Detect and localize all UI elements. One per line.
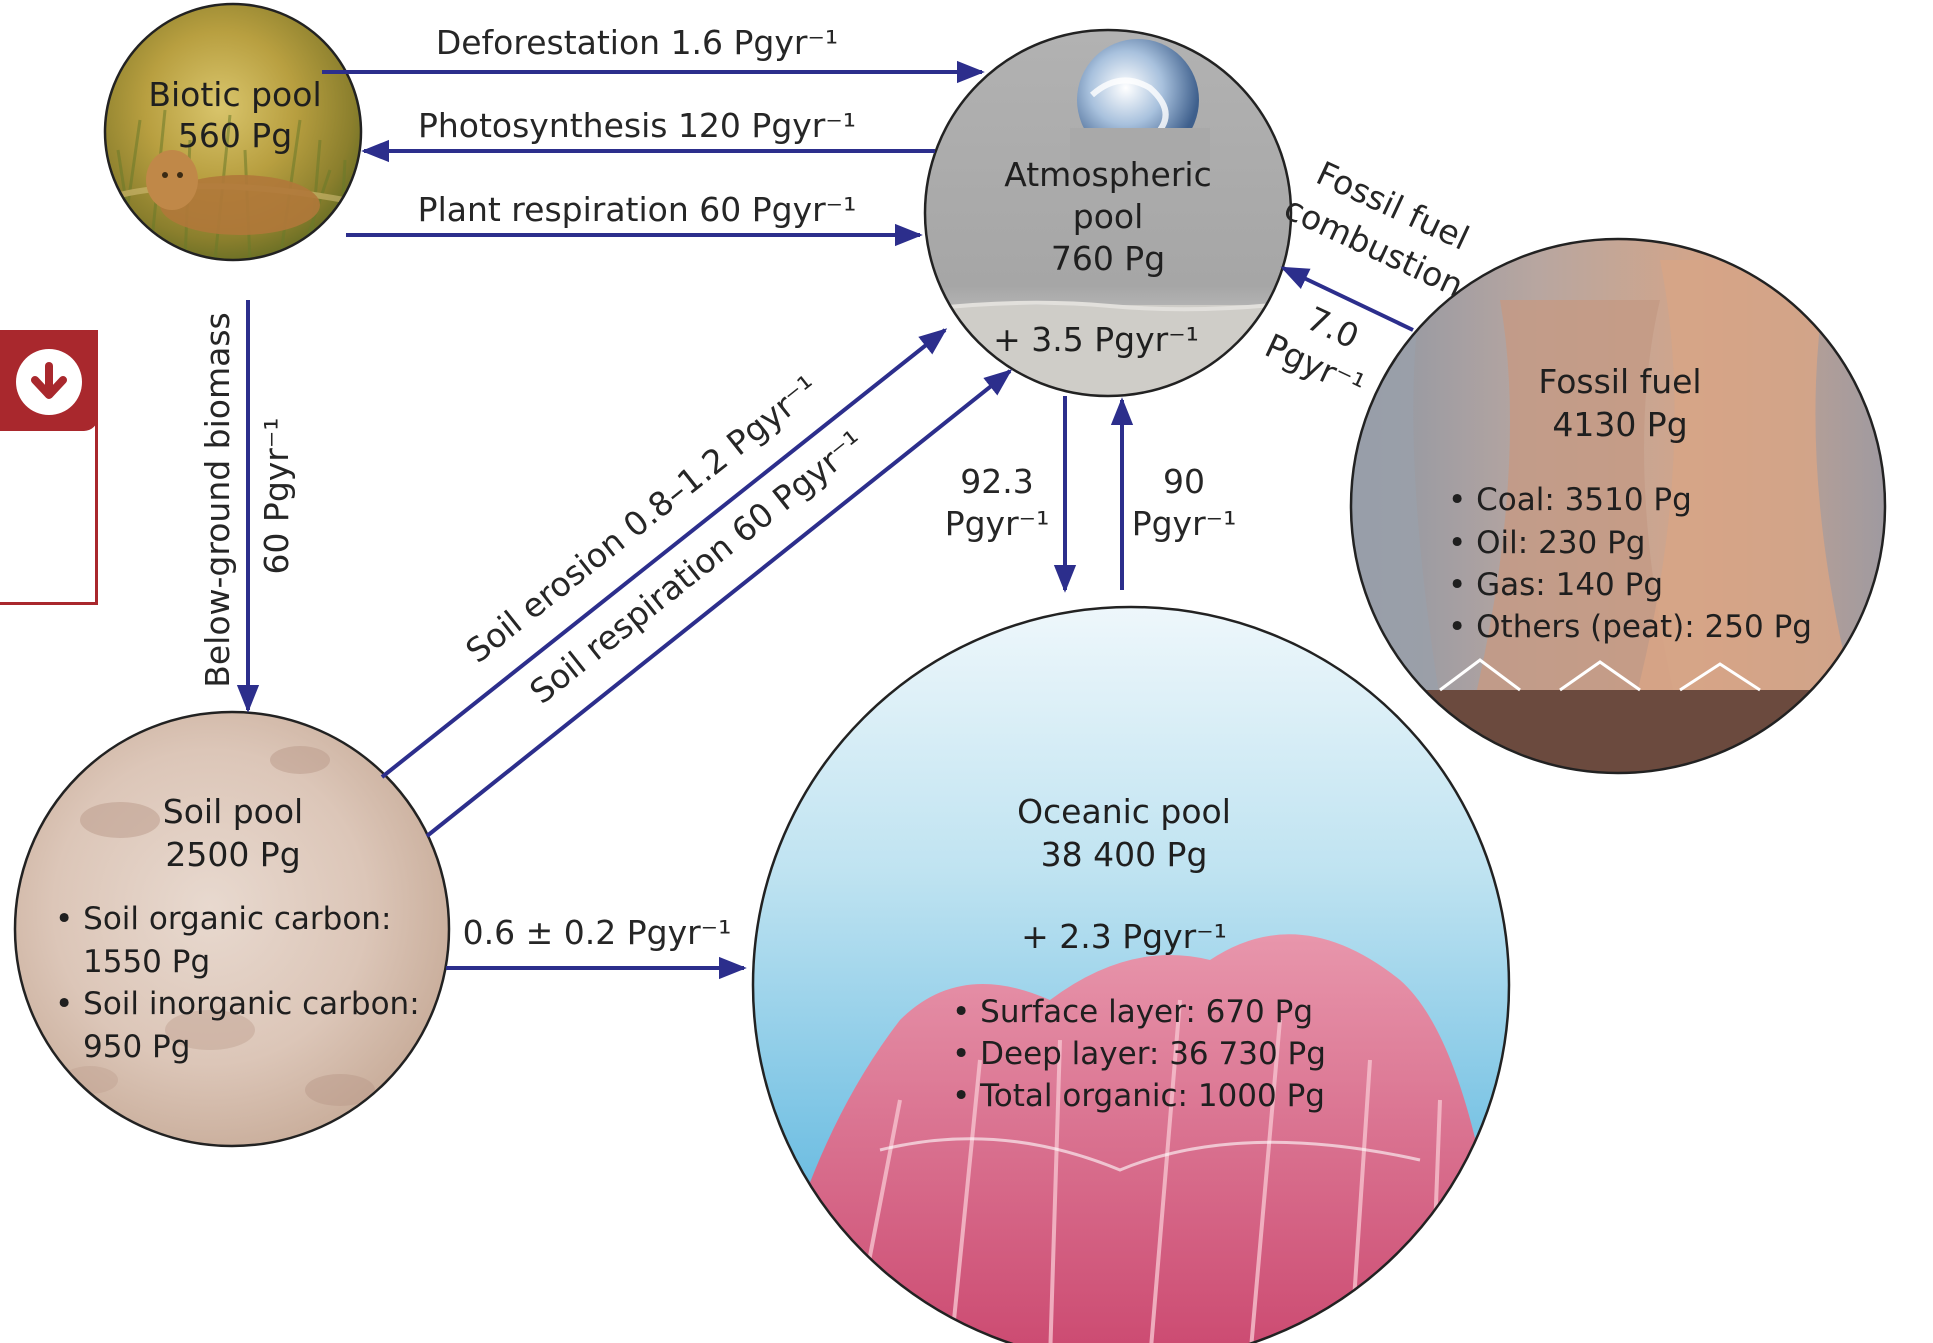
fossil-item-peat: • Others (peat): 250 Pg xyxy=(1448,609,1812,645)
plant-respiration-label: Plant respiration 60 Pgyr⁻¹ xyxy=(418,190,857,229)
soil-pool: Soil pool 2500 Pg • Soil organic carbon:… xyxy=(13,710,451,1148)
biotic-pool-amount: 560 Pg xyxy=(178,116,292,155)
download-widget xyxy=(0,330,98,605)
atmospheric-pool-rate: + 3.5 Pgyr⁻¹ xyxy=(993,320,1199,359)
soil-item-inorganic-value: 950 Pg xyxy=(83,1029,190,1065)
photosynthesis-label: Photosynthesis 120 Pgyr⁻¹ xyxy=(418,106,856,145)
atm-to-ocean-value: 92.3 xyxy=(960,462,1033,501)
lion-icon xyxy=(146,150,320,235)
fossil-fuel-title: Fossil fuel xyxy=(1538,362,1701,401)
arrow-down-icon xyxy=(31,362,67,399)
fossil-combustion-arrow xyxy=(1280,266,1414,332)
oceanic-pool-title: Oceanic pool xyxy=(1017,792,1231,831)
soil-to-ocean-label: 0.6 ± 0.2 Pgyr⁻¹ xyxy=(463,913,732,952)
soil-item-organic-label: • Soil organic carbon: xyxy=(55,901,391,937)
soil-respiration-arrow xyxy=(425,369,1013,838)
ocean-to-atm-unit: Pgyr⁻¹ xyxy=(1132,504,1237,543)
cooling-towers-icon xyxy=(1351,260,1860,773)
flux-arrows xyxy=(236,60,1414,980)
download-icon[interactable] xyxy=(16,349,82,415)
atm-to-ocean-unit: Pgyr⁻¹ xyxy=(945,504,1050,543)
fossil-item-coal: • Coal: 3510 Pg xyxy=(1448,482,1692,518)
biotic-pool: Biotic pool 560 Pg xyxy=(103,2,363,262)
fossil-item-gas: • Gas: 140 Pg xyxy=(1448,567,1663,603)
fossil-item-oil: • Oil: 230 Pg xyxy=(1448,525,1645,561)
below-ground-biomass-label: Below-ground biomass xyxy=(198,312,237,688)
coral-icon xyxy=(760,934,1509,1343)
deforestation-label: Deforestation 1.6 Pgyr⁻¹ xyxy=(436,23,838,62)
soil-pool-title: Soil pool xyxy=(163,792,303,831)
soil-item-inorganic-label: • Soil inorganic carbon: xyxy=(55,986,420,1022)
below-ground-biomass-value: 60 Pgyr⁻¹ xyxy=(257,417,296,574)
atmospheric-pool-title-line1: Atmospheric xyxy=(1004,155,1212,194)
ocean-item-deep: • Deep layer: 36 730 Pg xyxy=(952,1036,1326,1072)
ocean-item-organic: • Total organic: 1000 Pg xyxy=(952,1078,1325,1114)
ocean-to-atm-value: 90 xyxy=(1163,462,1205,501)
oceanic-pool-rate: + 2.3 Pgyr⁻¹ xyxy=(1021,917,1227,956)
houses xyxy=(1380,690,1860,773)
oceanic-pool: Oceanic pool 38 400 Pg + 2.3 Pgyr⁻¹ • Su… xyxy=(751,605,1511,1343)
earth-icon xyxy=(1070,39,1210,168)
download-button[interactable] xyxy=(0,333,98,431)
soil-texture xyxy=(62,746,375,1106)
soil-item-organic-value: 1550 Pg xyxy=(83,944,210,980)
oceanic-pool-amount: 38 400 Pg xyxy=(1041,835,1208,874)
atmospheric-pool: Atmospheric pool 760 Pg + 3.5 Pgyr⁻¹ xyxy=(923,28,1293,398)
soil-erosion-arrow xyxy=(380,328,948,779)
fossil-fuel-pool: Fossil fuel 4130 Pg • Coal: 3510 Pg • Oi… xyxy=(1349,237,1887,775)
atmospheric-pool-amount: 760 Pg xyxy=(1051,239,1165,278)
fossil-fuel-amount: 4130 Pg xyxy=(1552,405,1687,444)
soil-pool-amount: 2500 Pg xyxy=(165,835,300,874)
atmospheric-pool-title-line2: pool xyxy=(1073,197,1144,236)
ocean-item-surface: • Surface layer: 670 Pg xyxy=(952,994,1313,1030)
biotic-pool-title: Biotic pool xyxy=(148,75,321,114)
